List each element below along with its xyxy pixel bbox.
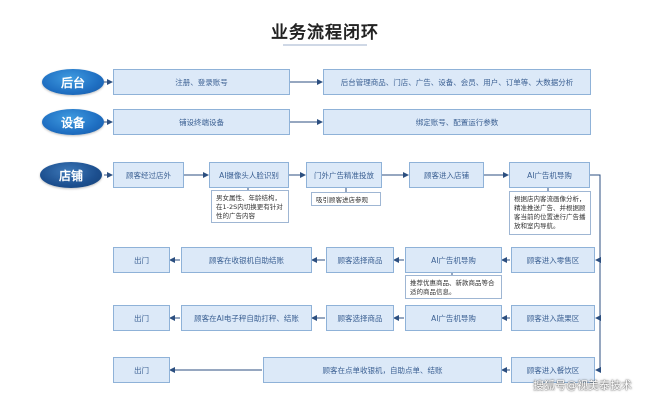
note-retail-ai-guide: 推荐优惠商品、新款商品等合适的商品信息。 [405,275,502,299]
page-title: 业务流程闭环 [271,23,379,43]
title-underline [283,44,367,46]
step-produce-choose: 顾客选择商品 [326,305,394,331]
step-enter-store: 顾客进入店铺 [409,162,484,188]
step-enter-produce: 顾客进入蔬果区 [511,305,595,331]
step-enter-dining: 顾客进入餐饮区 [511,357,595,383]
step-retail-choose: 顾客选择商品 [326,247,394,273]
step-dining-exit: 出门 [113,357,170,383]
step-produce-ai-guide: AI广告机导购 [405,305,502,331]
step-register-login: 注册、登录账号 [113,69,290,95]
note-face-recognition: 男女属性、年龄结构，在1-2S内切换更有针对性的广告内容 [211,190,289,223]
note-ai-guide-store: 根据店内客流画像分析，精准推送广告、并根据顾客当前的位置进行广告播放和室内导航。 [509,191,591,235]
step-outdoor-ad: 门外广告精准投放 [306,162,382,188]
lane-device: 设备 [42,109,104,135]
lane-device-label: 设备 [60,115,85,130]
lane-backend: 后台 [42,69,104,95]
arrow-to-dining [595,318,601,373]
step-produce-exit: 出门 [113,305,170,331]
step-deploy-devices: 铺设终端设备 [113,109,290,135]
arrow-to-produce [595,260,601,321]
lane-store-label: 店铺 [58,168,83,183]
note-outdoor-ad: 吸引顾客进店参观 [311,192,381,206]
step-ai-face-recognition: AI摄像头人脸识别 [209,162,289,188]
step-bind-config: 绑定账号、配置运行参数 [323,109,591,135]
step-backend-manage: 后台管理商品、门店、广告、设备、会员、用户、订单等、大数据分析 [323,69,591,95]
step-retail-checkout: 顾客在收银机自助结账 [181,247,312,273]
step-ai-guide-store: AI广告机导购 [509,162,590,188]
step-retail-ai-guide: AI广告机导购 [405,247,502,273]
step-enter-retail: 顾客进入零售区 [511,247,595,273]
step-dining-order: 顾客在点单收银机，自助点单、结账 [263,357,502,383]
watermark: 搜狐号@视美泰技术 [533,379,632,392]
step-produce-scale-checkout: 顾客在AI电子秤自助打秤、结账 [181,305,312,331]
step-retail-exit: 出门 [113,247,170,273]
arrow-to-retail [590,174,601,263]
step-pass-store: 顾客经过店外 [113,162,184,188]
lane-backend-label: 后台 [60,75,85,90]
lane-store: 店铺 [40,162,102,188]
